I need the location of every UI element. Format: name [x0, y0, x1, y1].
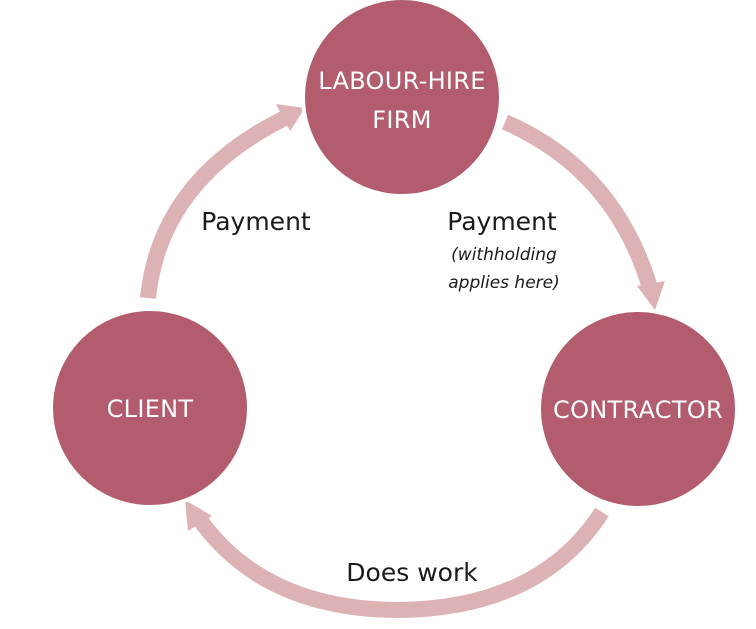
- arrow-client-to-firm: [140, 104, 305, 299]
- edge-note-withholding-line2: applies here): [448, 273, 559, 293]
- edge-label-client-to-firm: Payment: [201, 207, 311, 236]
- arrowhead-icon: [637, 281, 665, 310]
- edge-label-contractor-to-client: Does work: [346, 558, 478, 587]
- edge-note-withholding-line1: (withholding: [451, 245, 557, 265]
- node-labour-hire-firm: LABOUR-HIRE FIRM: [301, 0, 503, 198]
- arrow-firm-to-contractor: [501, 114, 665, 310]
- arrowhead-icon: [185, 500, 212, 531]
- node-client-label: CLIENT: [107, 395, 194, 423]
- node-contractor: CONTRACTOR: [537, 308, 739, 510]
- arrowhead-icon: [276, 104, 305, 131]
- node-labour-hire-firm-label-line1: LABOUR-HIRE: [318, 67, 485, 95]
- node-contractor-label: CONTRACTOR: [553, 396, 723, 424]
- edge-label-firm-to-contractor: Payment: [447, 207, 557, 236]
- arrow-contractor-to-client: [185, 500, 609, 619]
- node-labour-hire-firm-label-line2: FIRM: [372, 106, 431, 134]
- node-client: CLIENT: [49, 307, 251, 509]
